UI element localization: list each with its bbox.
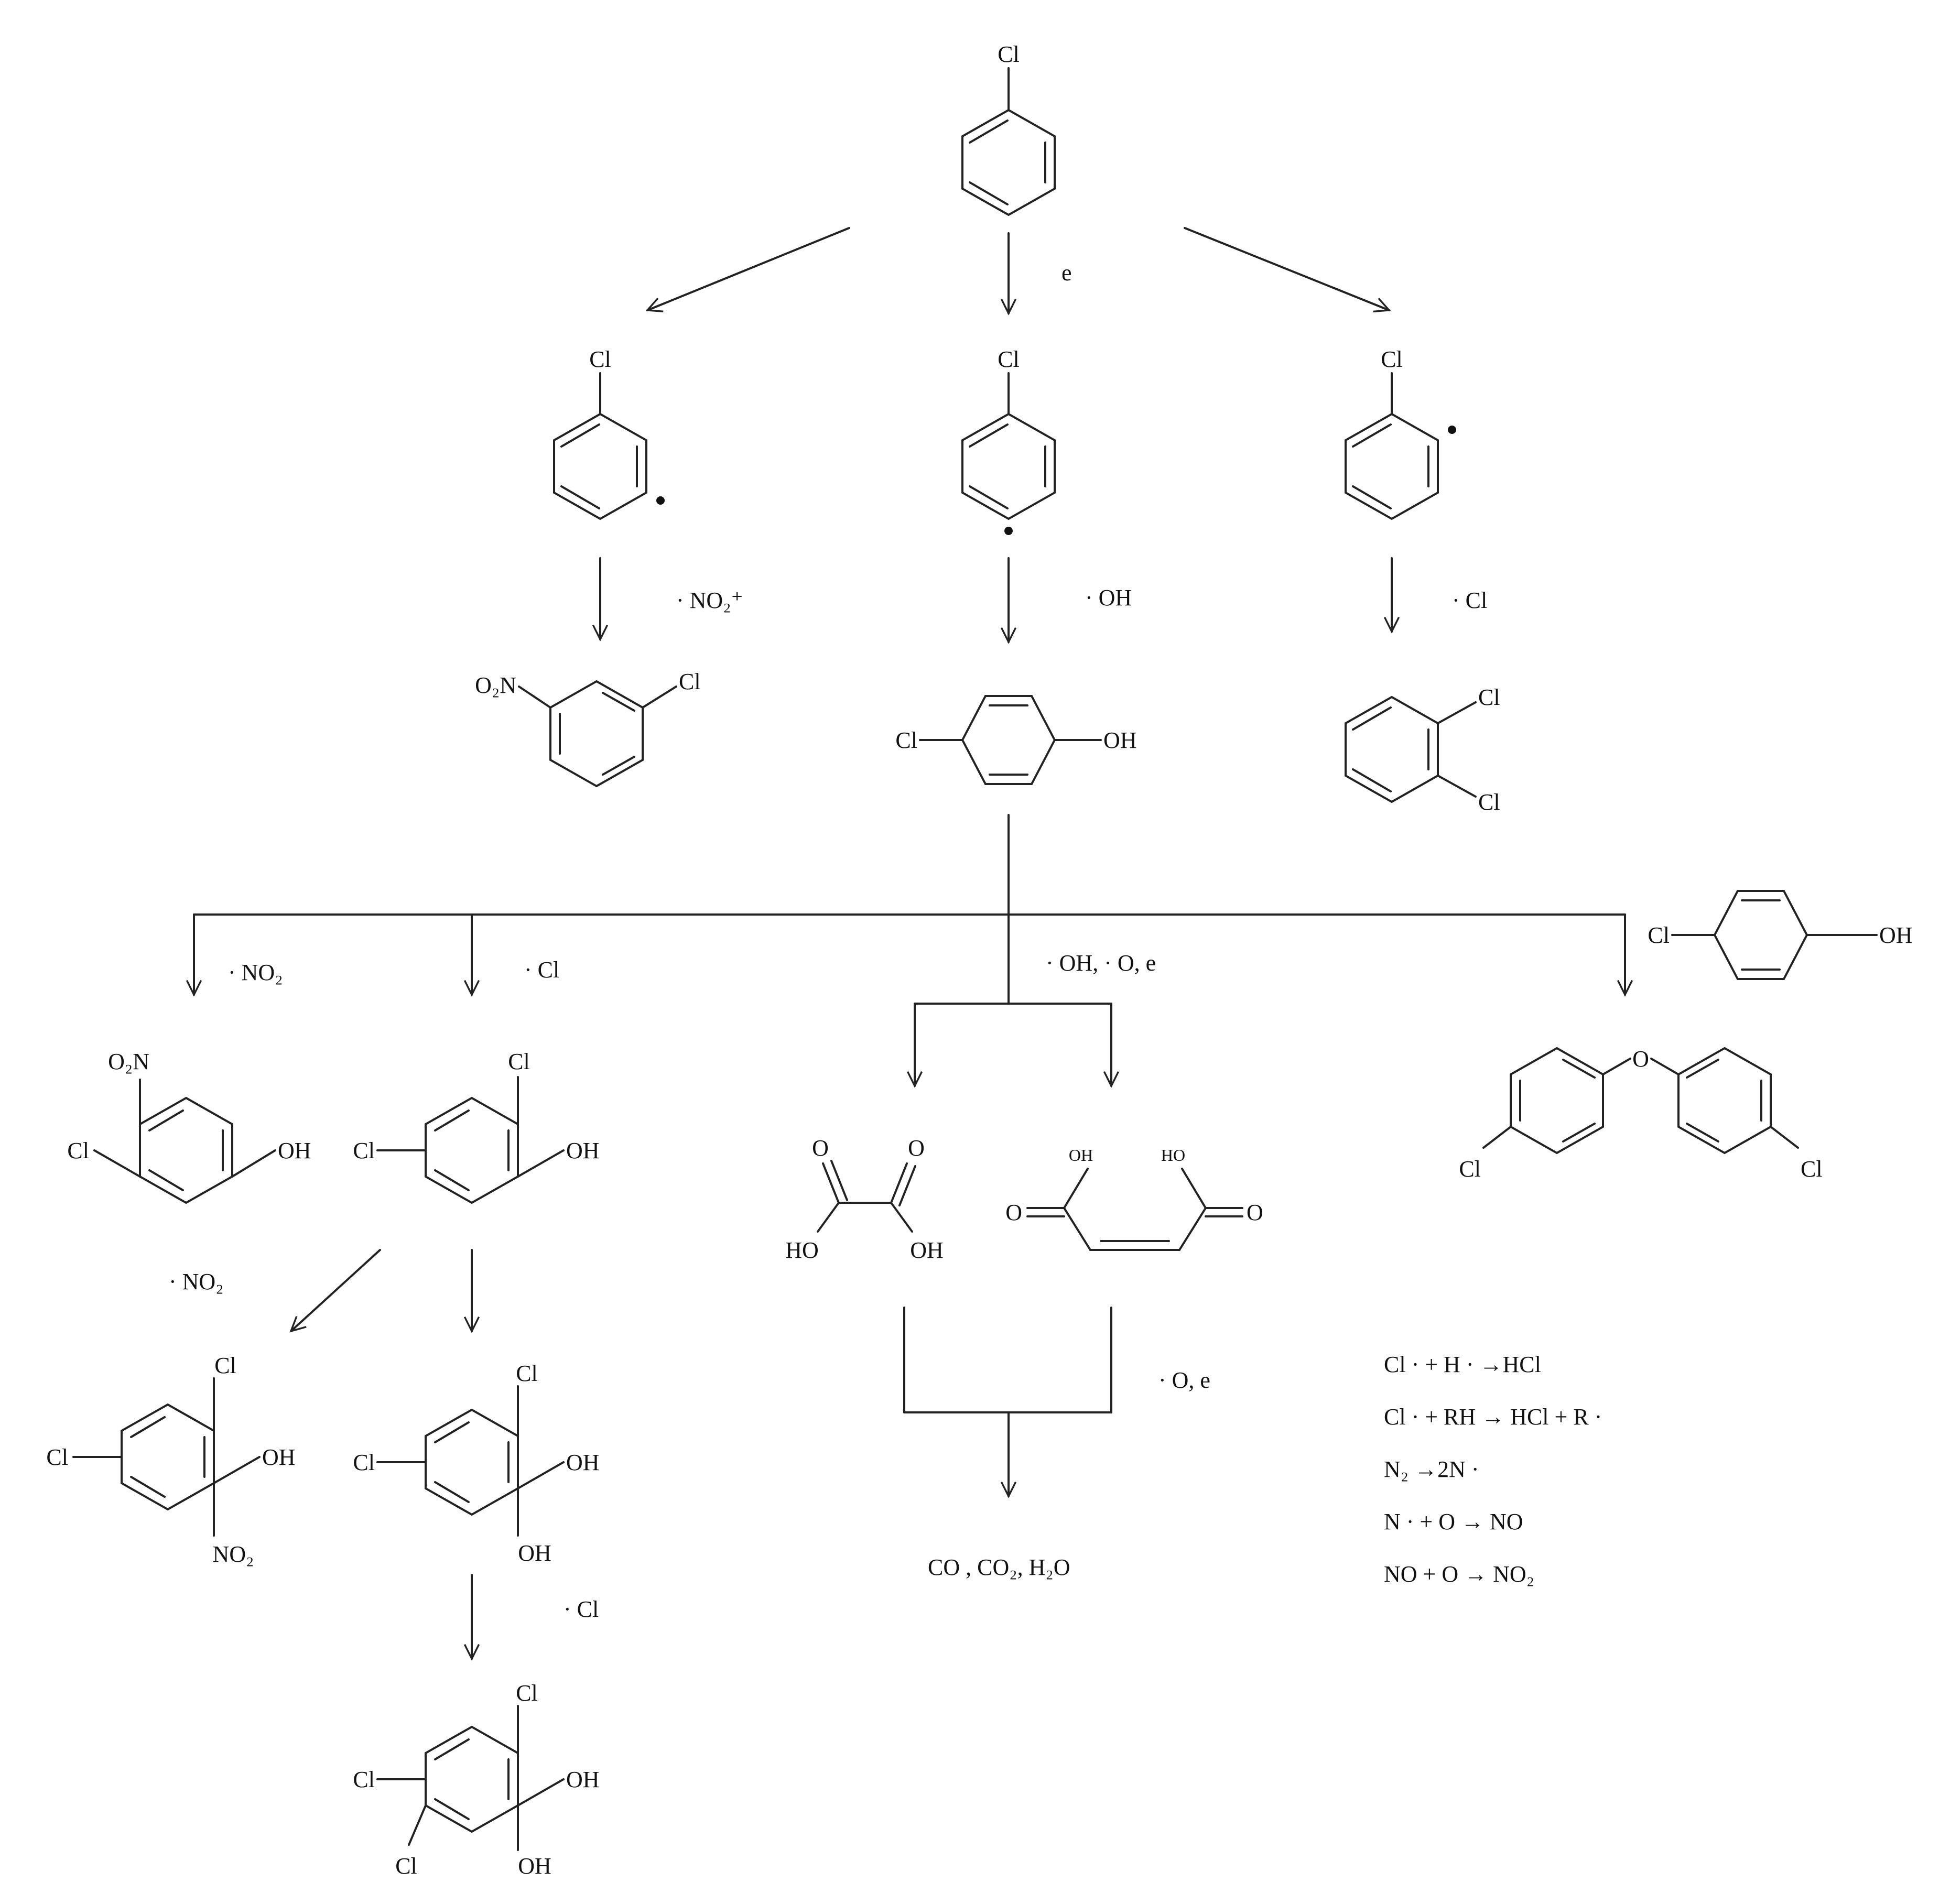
equations: Cl · + H · →HCl Cl · + RH → HCl + R · N₂… — [1384, 1352, 1602, 1587]
no2-label: NO₂ — [213, 1541, 254, 1567]
cl-label: Cl — [1478, 789, 1500, 815]
no2-label: O₂N — [475, 672, 516, 698]
reagent-cl: · Cl — [1452, 587, 1487, 613]
oh-label: OH — [518, 1853, 551, 1879]
trichlorocatechol: Cl Cl Cl OH OH — [353, 1680, 599, 1879]
radical-dot — [1004, 527, 1013, 535]
cl-label: Cl — [1478, 684, 1500, 710]
cl-label: Cl — [679, 669, 701, 694]
chlorobenzene: Cl — [961, 41, 1056, 216]
equation: Cl · + H · →HCl — [1384, 1352, 1541, 1377]
cl-label: Cl — [589, 346, 611, 372]
reagent-oh: · OH — [1085, 585, 1132, 611]
oh-label: OH — [1879, 922, 1913, 948]
trichloronitrophenol: Cl Cl OH NO₂ — [46, 1353, 295, 1567]
oh-label: OH — [518, 1540, 551, 1566]
equation: N₂ →2N · — [1384, 1456, 1479, 1482]
reagent-no2: · NO₂ — [169, 1269, 224, 1294]
equation: N · + O → NO — [1384, 1509, 1523, 1535]
chlorophenol: Cl OH — [895, 695, 1137, 785]
cl-label: Cl — [1801, 1156, 1823, 1182]
cl-label: Cl — [1459, 1156, 1481, 1182]
reagent-cl: · Cl — [564, 1596, 599, 1622]
reagent-o-e: · O, e — [1158, 1367, 1210, 1393]
o-label: O — [1247, 1200, 1263, 1225]
oh-label: OH — [566, 1138, 600, 1163]
cl-label: Cl — [46, 1444, 68, 1470]
arrow-to-meta-radical — [647, 227, 850, 310]
reagent-no2-plus: · NO₂⁺ — [676, 587, 743, 613]
chlorophenol-reference: Cl OH — [1648, 890, 1913, 980]
oh-label: OH — [566, 1450, 600, 1475]
cl-label: Cl — [516, 1680, 538, 1706]
radical-ortho: Cl — [1345, 346, 1456, 520]
oh-label: OH — [278, 1138, 311, 1163]
nitrochlorobenzene: O₂N Cl — [475, 669, 701, 788]
dichlorocatechol: Cl Cl OH OH — [353, 1361, 599, 1566]
cl-label: Cl — [1648, 922, 1670, 948]
cl-label: Cl — [353, 1767, 375, 1792]
radical-dot — [1448, 426, 1456, 434]
reagent-no2: · NO₂ — [228, 960, 283, 985]
oh-label: OH — [262, 1444, 296, 1470]
maleic-acid: OH HO O O — [1005, 1146, 1263, 1251]
oh-label: OH — [566, 1767, 600, 1792]
nitrochlorophenol: O₂N Cl OH — [67, 1049, 311, 1204]
dichlorodiphenyl-ether: O Cl Cl — [1459, 1046, 1822, 1182]
radical-meta: Cl — [553, 346, 665, 520]
cl-label: Cl — [895, 727, 917, 753]
oh-label: HO — [1161, 1146, 1185, 1165]
o-label: O — [908, 1135, 925, 1161]
cl-label: Cl — [395, 1853, 417, 1879]
equation: NO + O → NO₂ — [1384, 1561, 1534, 1587]
reagent-e: e — [1061, 260, 1072, 286]
cl-label: Cl — [508, 1049, 530, 1074]
cl-label: Cl — [353, 1450, 375, 1475]
cl-label: Cl — [1381, 346, 1403, 372]
dichlorobenzene: Cl Cl — [1345, 684, 1500, 815]
oh-label: OH — [1069, 1146, 1093, 1165]
cl-label: Cl — [516, 1361, 538, 1386]
arrow-to-ortho-radical — [1184, 227, 1389, 310]
o-label: O — [1632, 1046, 1649, 1072]
no2-label: O₂N — [108, 1049, 149, 1074]
cl-label: Cl — [353, 1138, 375, 1163]
arrow-nitration-2 — [291, 1249, 381, 1331]
radical-para: Cl — [961, 346, 1056, 535]
reagent-oh-o-e: · OH, · O, e — [1046, 950, 1156, 976]
branch-tree — [194, 814, 1625, 1086]
oxalic-acid: O O HO OH — [785, 1135, 944, 1263]
cl-label: Cl — [998, 41, 1020, 67]
final-products: CO , CO₂, H₂O — [928, 1554, 1070, 1580]
o-label: O — [1005, 1200, 1022, 1225]
acid-convergence — [903, 1307, 1112, 1496]
equation: Cl · + RH → HCl + R · — [1384, 1404, 1602, 1430]
cl-label: Cl — [214, 1353, 236, 1378]
oh-label: OH — [1103, 727, 1137, 753]
cl-label: Cl — [67, 1138, 89, 1163]
reagent-cl: · Cl — [524, 957, 559, 983]
cl-label: Cl — [998, 346, 1020, 372]
oh-label: HO — [785, 1237, 819, 1263]
dichlorophenol: Cl Cl OH — [353, 1049, 600, 1204]
radical-dot — [656, 496, 665, 505]
oh-label: OH — [910, 1237, 944, 1263]
o-label: O — [812, 1135, 829, 1161]
